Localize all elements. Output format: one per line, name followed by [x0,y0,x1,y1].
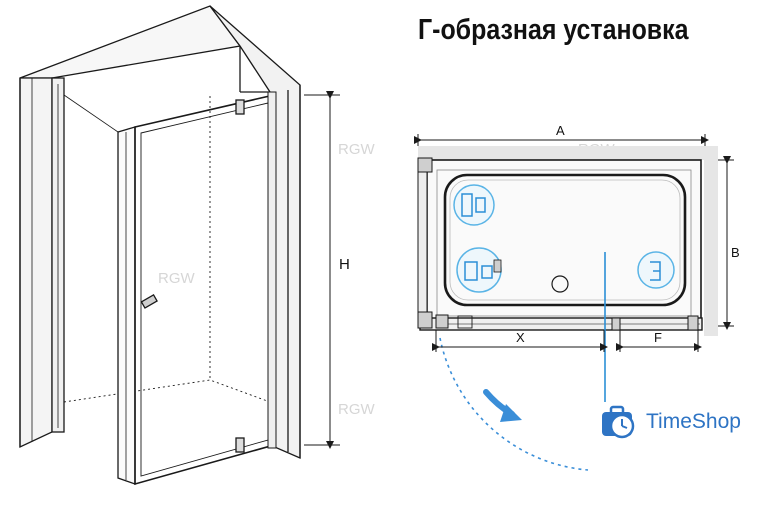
watermark-text: RGW [338,401,376,418]
clock-suitcase-icon [602,405,635,439]
fixed-width-dimension [616,330,702,352]
fixed-width-label: F [654,330,662,345]
height-dimension [304,91,340,449]
hinge-bottom [235,437,245,453]
page-title: Г-образная установка [418,14,689,46]
brand-logo[interactable]: TimeShop [600,404,741,440]
plan-view [417,146,718,471]
right-wall [209,5,301,459]
shower-tray [426,159,702,327]
back-wall [19,5,242,79]
door-width-dimension [432,330,608,352]
plan-wall-right [704,146,718,336]
magnet-badge-icon [637,251,675,289]
watermark-text: RGW [338,141,376,158]
depth-label: B [731,245,740,260]
brand-name: TimeShop [646,410,741,433]
drain [551,275,569,293]
profile-badge-icon [456,247,502,293]
door-width-label: X [516,330,525,345]
left-wall [19,77,53,449]
depth-dimension [718,156,734,330]
hinge-top [235,99,245,115]
cabin-3d-view [19,5,301,486]
hinge-badge-icon [453,184,495,226]
door-handle [140,294,158,309]
height-label: H [339,256,350,273]
door-swing-arc [439,337,589,471]
watermark-text: RGW [158,270,196,287]
fixed-glass-panel [117,126,136,485]
door-frame [134,93,275,486]
plan-wall-top [418,146,718,160]
width-dimension [414,134,709,146]
swing-arrow-icon [483,389,522,422]
width-label: A [556,123,565,138]
